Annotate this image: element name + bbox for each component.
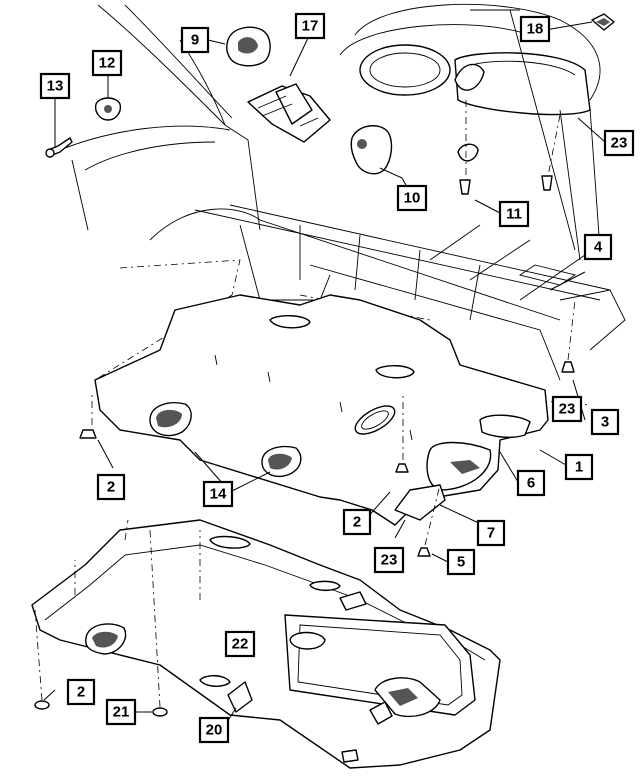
- callout-6: 6: [516, 469, 546, 497]
- callout-2-middle: 2: [342, 508, 372, 536]
- svg-text:10: 10: [404, 190, 421, 207]
- callout-18: 18: [519, 15, 551, 43]
- callout-7: 7: [476, 519, 506, 547]
- svg-text:7: 7: [487, 525, 495, 542]
- svg-text:9: 9: [191, 32, 199, 49]
- callout-11: 11: [498, 200, 530, 228]
- callout-23-mid: 23: [551, 395, 583, 423]
- svg-text:3: 3: [601, 414, 609, 431]
- svg-text:2: 2: [353, 514, 361, 531]
- callout-4: 4: [583, 233, 613, 261]
- svg-text:13: 13: [47, 78, 64, 95]
- callout-23-top: 23: [603, 129, 635, 157]
- part-9-grommet: [225, 26, 271, 67]
- svg-text:17: 17: [302, 18, 319, 35]
- svg-text:4: 4: [594, 239, 603, 256]
- svg-text:23: 23: [611, 135, 628, 152]
- callout-14: 14: [202, 480, 234, 508]
- callout-9: 9: [180, 26, 210, 54]
- part-17-bracket: [247, 83, 331, 143]
- svg-text:21: 21: [113, 704, 130, 721]
- part-13-screw: [45, 137, 73, 158]
- callout-13: 13: [39, 72, 71, 100]
- svg-text:12: 12: [99, 55, 116, 72]
- svg-text:11: 11: [506, 206, 522, 223]
- callout-20: 20: [198, 716, 230, 744]
- leader-lines: [43, 21, 606, 723]
- callout-23-bottom: 23: [373, 546, 405, 574]
- callout-12: 12: [91, 49, 123, 77]
- fasteners-lower: [34, 519, 201, 717]
- callout-2-bottom: 2: [66, 678, 96, 706]
- part-11-screws: [457, 100, 561, 195]
- callout-3: 3: [590, 408, 620, 436]
- callout-21: 21: [105, 698, 137, 726]
- svg-text:1: 1: [575, 459, 583, 476]
- callout-10: 10: [396, 184, 428, 212]
- fasteners-middle: [79, 299, 576, 557]
- svg-text:18: 18: [527, 21, 544, 38]
- callout-1: 1: [564, 453, 594, 481]
- middle-headliner-panel: [94, 294, 549, 526]
- visor-area-drawing: [339, 3, 601, 261]
- svg-text:14: 14: [210, 486, 227, 503]
- svg-text:5: 5: [457, 554, 465, 571]
- svg-text:2: 2: [77, 684, 85, 701]
- svg-text:23: 23: [381, 552, 398, 569]
- roof-frame-drawing: [149, 204, 626, 381]
- part-10-plug: [350, 125, 393, 175]
- callout-22: 22: [224, 630, 256, 658]
- callout-2-left: 2: [96, 473, 126, 501]
- svg-text:22: 22: [232, 636, 249, 653]
- svg-text:20: 20: [206, 722, 223, 739]
- svg-text:23: 23: [559, 401, 576, 418]
- svg-text:6: 6: [527, 475, 535, 492]
- lower-headliner-panel: [31, 519, 501, 769]
- part-12-clip: [94, 97, 122, 121]
- part-18-clip: [591, 13, 615, 31]
- svg-text:2: 2: [107, 479, 115, 496]
- callout-5: 5: [446, 548, 476, 576]
- callout-17: 17: [294, 12, 326, 40]
